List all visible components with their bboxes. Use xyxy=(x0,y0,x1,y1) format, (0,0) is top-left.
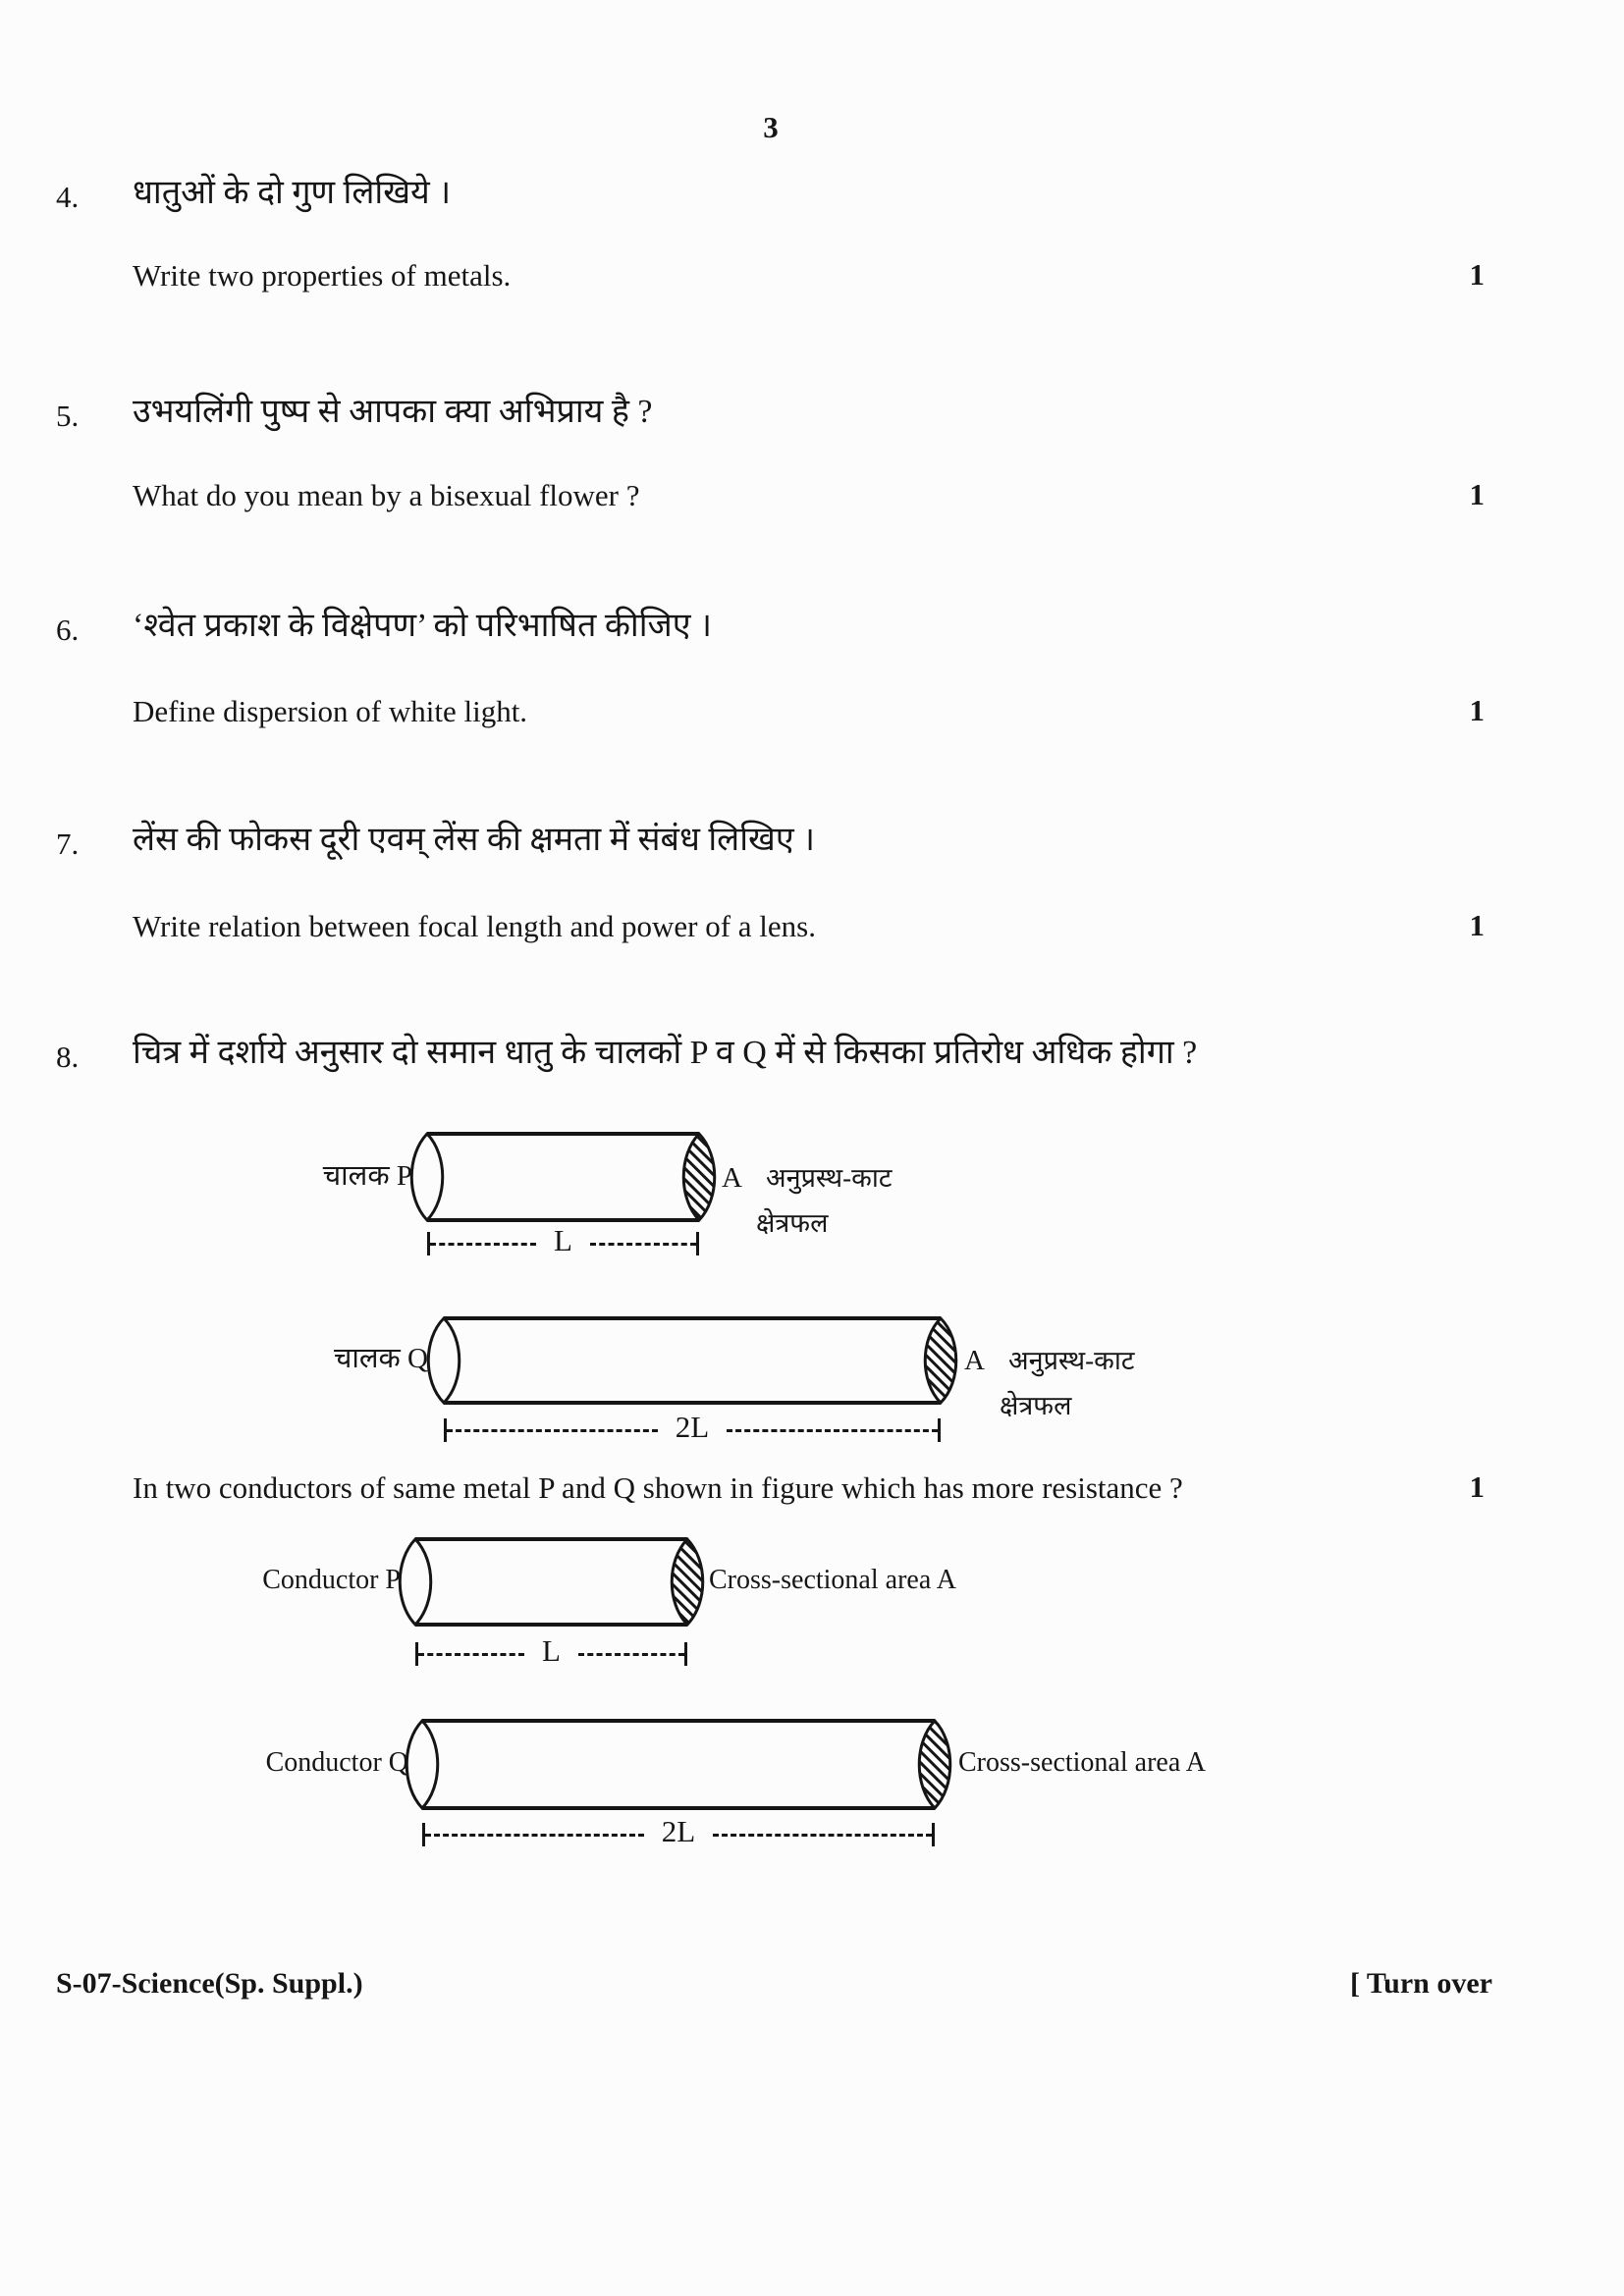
dimension-tick xyxy=(427,1232,430,1255)
marks-value: 1 xyxy=(1469,257,1486,292)
question-text-hindi: चित्र में दर्शाये अनुसार दो समान धातु के… xyxy=(133,1035,1198,1071)
question-number: 4. xyxy=(56,180,80,214)
dimension-tick xyxy=(422,1823,425,1846)
area-text-line2: क्षेत्रफल xyxy=(756,1208,829,1238)
page-number: 3 xyxy=(763,110,779,144)
question-text-english: Write relation between focal length and … xyxy=(133,909,816,943)
cylinder-diagram-english-q xyxy=(405,1718,952,1811)
question-text-english: In two conductors of same metal P and Q … xyxy=(133,1470,1183,1505)
dimension-dashes xyxy=(418,1652,525,1656)
dimension-dashes xyxy=(713,1833,932,1837)
dimension-line: L xyxy=(427,1223,699,1257)
dimension-tick xyxy=(444,1418,447,1442)
dimension-dashes xyxy=(447,1428,658,1432)
question-number: 5. xyxy=(56,399,80,433)
marks-value: 1 xyxy=(1469,1469,1486,1504)
area-symbol: A xyxy=(964,1345,985,1376)
question-number: 6. xyxy=(56,613,80,647)
dimension-line: 2L xyxy=(444,1410,941,1444)
dimension-tick xyxy=(932,1823,935,1846)
conductor-q-english-label: Conductor Q xyxy=(265,1747,408,1778)
length-label: 2L xyxy=(661,1814,696,1848)
dimension-dashes xyxy=(589,1242,696,1246)
conductor-p-english-label: Conductor P xyxy=(262,1565,401,1595)
question-text-hindi: लेंस की फोकस दूरी एवम् लेंस की क्षमता मे… xyxy=(133,822,816,858)
question-number: 7. xyxy=(56,827,80,861)
dimension-tick xyxy=(696,1232,699,1255)
area-text-line1: अनुप्रस्थ-काट xyxy=(765,1163,893,1193)
dimension-tick xyxy=(415,1642,418,1666)
length-label: L xyxy=(554,1223,572,1257)
cylinder-diagram-hindi-q xyxy=(426,1315,958,1406)
conductor-p-hindi-label: चालक P xyxy=(322,1160,412,1192)
question-text-english: Define dispersion of white light. xyxy=(133,694,528,728)
question-text-hindi: ‘श्वेत प्रकाश के विक्षेपण’ को परिभाषित क… xyxy=(133,608,712,644)
dimension-dashes xyxy=(727,1428,938,1432)
cylinder-diagram-hindi-p xyxy=(409,1131,717,1223)
marks-value: 1 xyxy=(1469,908,1486,942)
turn-over-label: [ Turn over xyxy=(1349,1967,1492,2000)
length-label: 2L xyxy=(675,1410,710,1444)
cross-section-label-hindi-p: A अनुप्रस्थ-काट xyxy=(722,1158,892,1195)
question-text-english: Write two properties of metals. xyxy=(133,258,512,293)
area-symbol: A xyxy=(722,1162,742,1194)
cross-section-label-hindi-q: A अनुप्रस्थ-काट xyxy=(964,1341,1134,1377)
dimension-tick xyxy=(938,1418,941,1442)
dimension-dashes xyxy=(425,1833,644,1837)
paper-code: S-07-Science(Sp. Suppl.) xyxy=(56,1967,363,2000)
area-text-line1: अनुप्रस्थ-काट xyxy=(1007,1346,1135,1375)
question-text-hindi: धातुओं के दो गुण लिखिये । xyxy=(133,175,452,211)
cylinder-diagram-english-p xyxy=(398,1536,705,1628)
dimension-line: 2L xyxy=(422,1814,935,1848)
marks-value: 1 xyxy=(1469,693,1486,727)
dimension-tick xyxy=(684,1642,687,1666)
cross-section-label-english-q: Cross-sectional area A xyxy=(958,1747,1206,1778)
dimension-dashes xyxy=(430,1242,537,1246)
area-text-line2: क्षेत्रफल xyxy=(1000,1391,1072,1420)
length-label: L xyxy=(542,1633,561,1668)
marks-value: 1 xyxy=(1469,477,1486,511)
question-text-hindi: उभयलिंगी पुष्प से आपका क्या अभिप्राय है … xyxy=(133,394,653,430)
question-text-english: What do you mean by a bisexual flower ? xyxy=(133,478,640,512)
dimension-line: L xyxy=(415,1633,687,1668)
question-number: 8. xyxy=(56,1040,80,1074)
cross-section-label-english-p: Cross-sectional area A xyxy=(709,1565,956,1595)
dimension-dashes xyxy=(577,1652,684,1656)
conductor-q-hindi-label: चालक Q xyxy=(333,1343,428,1374)
